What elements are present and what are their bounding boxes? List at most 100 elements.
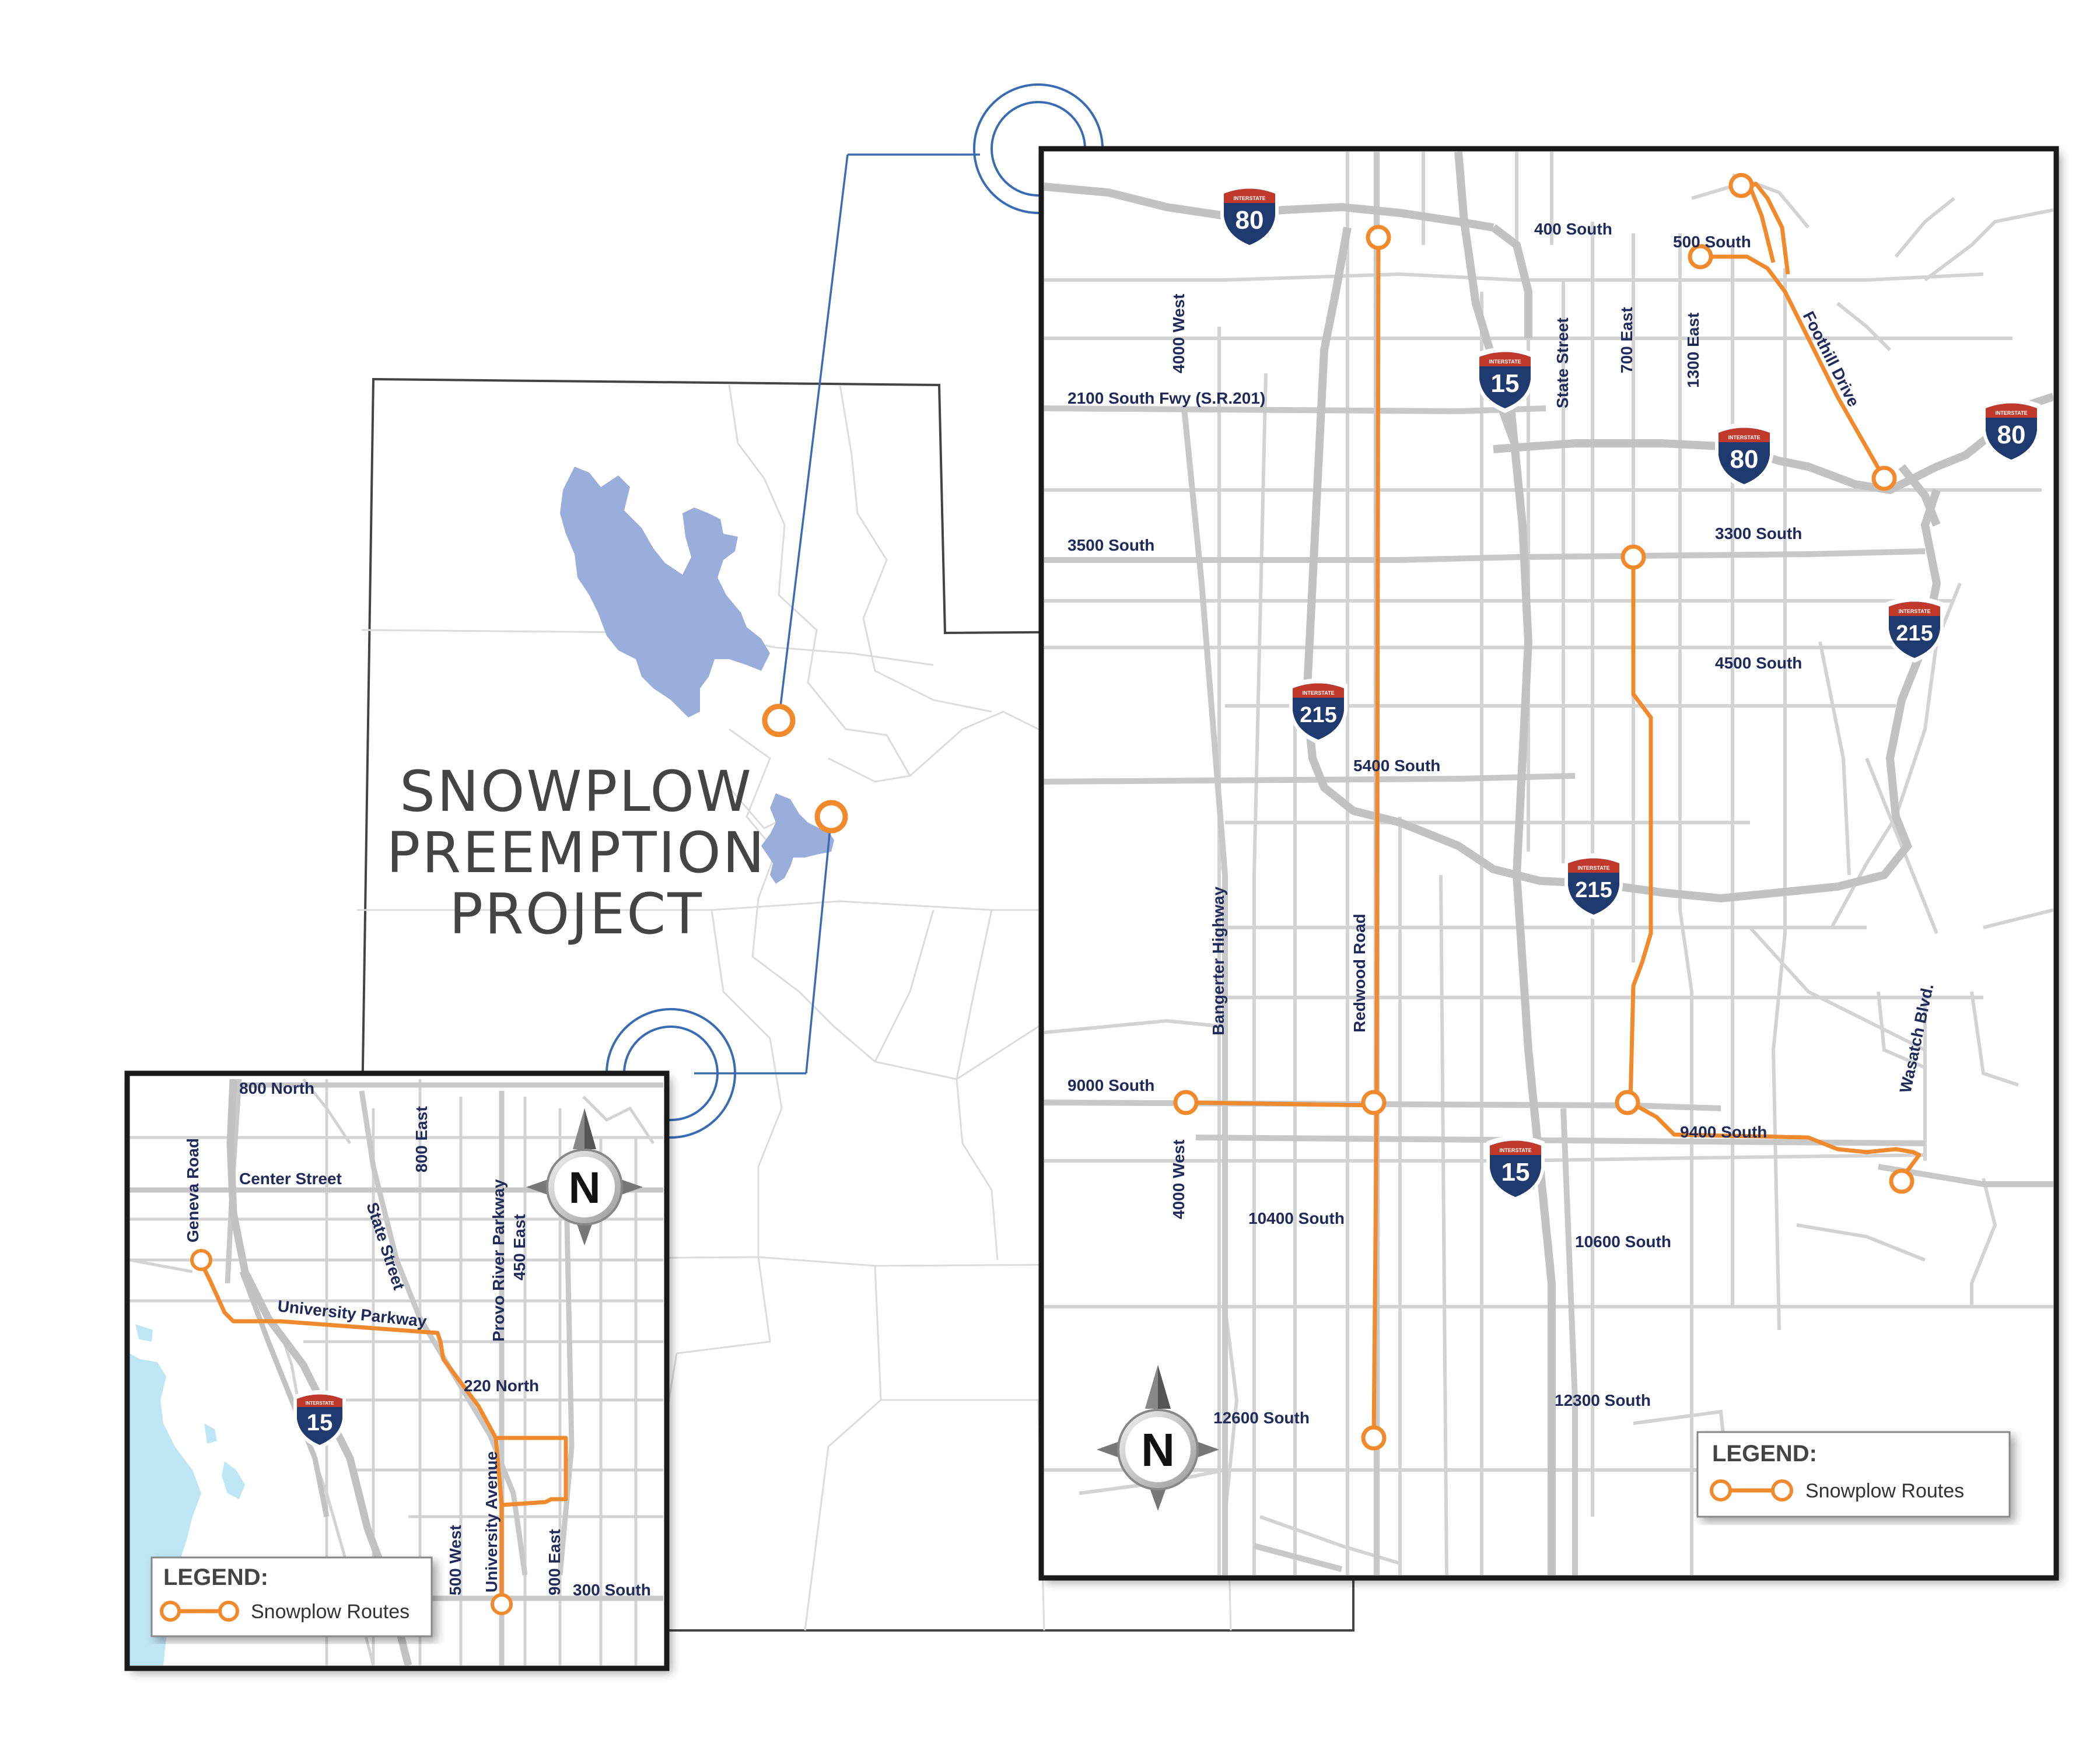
shield-number: 215 bbox=[1300, 703, 1336, 727]
route-endpoint[interactable] bbox=[1361, 1090, 1387, 1115]
route-endpoint[interactable] bbox=[1728, 173, 1754, 198]
slc-location-marker[interactable] bbox=[762, 704, 796, 737]
street-label: Geneva Road bbox=[184, 1138, 202, 1242]
shield-top-text: INTERSTATE bbox=[1995, 410, 2027, 416]
route-endpoint[interactable] bbox=[491, 1593, 513, 1615]
route-endpoint[interactable] bbox=[190, 1249, 212, 1271]
street-label: 10400 South bbox=[1248, 1209, 1345, 1227]
street-label: 450 East bbox=[510, 1214, 528, 1280]
street-label: 10600 South bbox=[1575, 1233, 1671, 1251]
street-label: 400 South bbox=[1534, 220, 1612, 238]
street-label: 3300 South bbox=[1715, 524, 1802, 542]
utah-lake bbox=[761, 793, 834, 884]
route-endpoint[interactable] bbox=[1871, 466, 1897, 491]
street-label: 220 North bbox=[464, 1377, 539, 1395]
shield-top-text: INTERSTATE bbox=[1898, 608, 1930, 614]
interstate-215-shield: INTERSTATE 215 bbox=[1885, 597, 1944, 663]
shield-top-text: INTERSTATE bbox=[1233, 195, 1265, 201]
title-line-3: PROJECT bbox=[449, 881, 704, 947]
compass-north-letter: N bbox=[1141, 1424, 1175, 1476]
shield-top-text: INTERSTATE bbox=[1489, 359, 1521, 365]
shield-top-text: INTERSTATE bbox=[1728, 435, 1760, 440]
slc-shields: INTERSTATE 80 INTERSTATE 15 INTERSTATE 8… bbox=[1220, 184, 2041, 1202]
route-endpoint[interactable] bbox=[1688, 244, 1713, 270]
utah-lake-water bbox=[130, 1353, 201, 1665]
shield-number: 80 bbox=[1997, 421, 2026, 449]
street-label: 4000 West bbox=[1170, 1140, 1188, 1219]
provo-interstate-15-shield: INTERSTATE 15 bbox=[293, 1390, 346, 1449]
great-salt-lake bbox=[560, 467, 770, 718]
provo-legend: LEGEND: Snowplow Routes bbox=[150, 1556, 433, 1637]
street-label: Redwood Road bbox=[1350, 914, 1368, 1032]
provo-inset-frame bbox=[124, 1070, 670, 1671]
shield-number: 80 bbox=[1730, 445, 1759, 474]
slc-street-labels: 400 South 500 South 2100 South Fwy (S.R.… bbox=[1068, 220, 1937, 1427]
street-label: 500 South bbox=[1673, 233, 1751, 251]
provo-i15-b bbox=[239, 1270, 330, 1517]
street-label: 300 South bbox=[573, 1581, 651, 1599]
shield-number: 15 bbox=[1502, 1158, 1530, 1186]
route-endpoint[interactable] bbox=[1361, 1425, 1387, 1451]
shield-top-text: INTERSTATE bbox=[1577, 865, 1609, 871]
legend-title: LEGEND: bbox=[1712, 1441, 1817, 1466]
shield-top-text: INTERSTATE bbox=[1302, 690, 1334, 696]
provo-inset-map: 800 North Center Street State Street 800… bbox=[124, 1070, 670, 1671]
street-label: University Avenue bbox=[482, 1451, 501, 1592]
interstate-15-shield: INTERSTATE 15 bbox=[1476, 347, 1534, 413]
street-label: 700 East bbox=[1618, 307, 1636, 373]
provo-location-marker[interactable] bbox=[814, 800, 848, 834]
provo-snowplow-routes bbox=[199, 1262, 568, 1601]
street-label: 1300 East bbox=[1684, 313, 1702, 388]
shield-number: 215 bbox=[1575, 878, 1612, 902]
legend-item-label: Snowplow Routes bbox=[1805, 1480, 1964, 1502]
title-line-2: PREEMPTION bbox=[387, 820, 766, 886]
provo-i15 bbox=[226, 1079, 412, 1665]
route-1300-east-3300 bbox=[1628, 557, 1653, 1103]
street-label: Bangerter Highway bbox=[1209, 886, 1227, 1035]
street-label: Center Street bbox=[239, 1170, 342, 1188]
street-label: 4000 West bbox=[1170, 294, 1188, 373]
street-label: 12600 South bbox=[1213, 1409, 1310, 1427]
salt-lake-inset-map: 400 South 500 South 2100 South Fwy (S.R.… bbox=[1038, 146, 2059, 1581]
street-label: 500 West bbox=[446, 1525, 464, 1595]
shield-number: 15 bbox=[307, 1410, 333, 1436]
interstate-215-shield: INTERSTATE 215 bbox=[1564, 853, 1623, 919]
legend-title: LEGEND: bbox=[163, 1564, 268, 1590]
interstate-80-shield: INTERSTATE 80 bbox=[1982, 398, 2041, 464]
street-label: 9400 South bbox=[1680, 1123, 1767, 1141]
route-9400-south bbox=[1629, 1100, 1922, 1180]
legend-item-label: Snowplow Routes bbox=[251, 1601, 410, 1623]
street-label: 12300 South bbox=[1555, 1391, 1651, 1409]
slc-inset-frame bbox=[1038, 146, 2059, 1581]
street-label: 800 East bbox=[412, 1106, 430, 1172]
shield-number: 15 bbox=[1491, 369, 1520, 398]
route-endpoint[interactable] bbox=[1366, 225, 1391, 250]
leader-lines bbox=[694, 153, 980, 1074]
interstate-80-shield: INTERSTATE 80 bbox=[1220, 184, 1279, 250]
provo-compass-rose: N bbox=[526, 1108, 643, 1245]
street-label: State Street bbox=[1553, 317, 1572, 408]
shield-top-text: INTERSTATE bbox=[305, 1401, 334, 1406]
interstate-15-shield: INTERSTATE 15 bbox=[1486, 1136, 1545, 1202]
route-foothill-north bbox=[1748, 181, 1790, 275]
interstate-80-shield: INTERSTATE 80 bbox=[1715, 423, 1773, 489]
street-label: 800 North bbox=[239, 1079, 314, 1097]
title-line-1: SNOWPLOW bbox=[400, 759, 753, 824]
slc-legend: LEGEND: Snowplow Routes bbox=[1696, 1431, 2011, 1518]
slc-route-endpoints bbox=[1173, 173, 1915, 1451]
route-endpoint[interactable] bbox=[1889, 1168, 1915, 1194]
street-label: Provo River Parkway bbox=[489, 1179, 508, 1342]
street-label: 3500 South bbox=[1068, 536, 1154, 554]
street-label: 4500 South bbox=[1715, 654, 1802, 672]
shield-number: 80 bbox=[1236, 206, 1264, 235]
street-label: 5400 South bbox=[1353, 757, 1440, 775]
street-label: 2100 South Fwy (S.R.201) bbox=[1068, 389, 1265, 407]
route-foothill bbox=[1700, 254, 1887, 480]
route-endpoint[interactable] bbox=[1620, 544, 1646, 570]
street-label: 900 East bbox=[545, 1529, 564, 1595]
compass-rose: N bbox=[1097, 1365, 1219, 1511]
route-endpoint[interactable] bbox=[1615, 1090, 1640, 1115]
route-endpoint[interactable] bbox=[1173, 1090, 1199, 1115]
route-9000-south-west bbox=[1186, 1100, 1377, 1108]
